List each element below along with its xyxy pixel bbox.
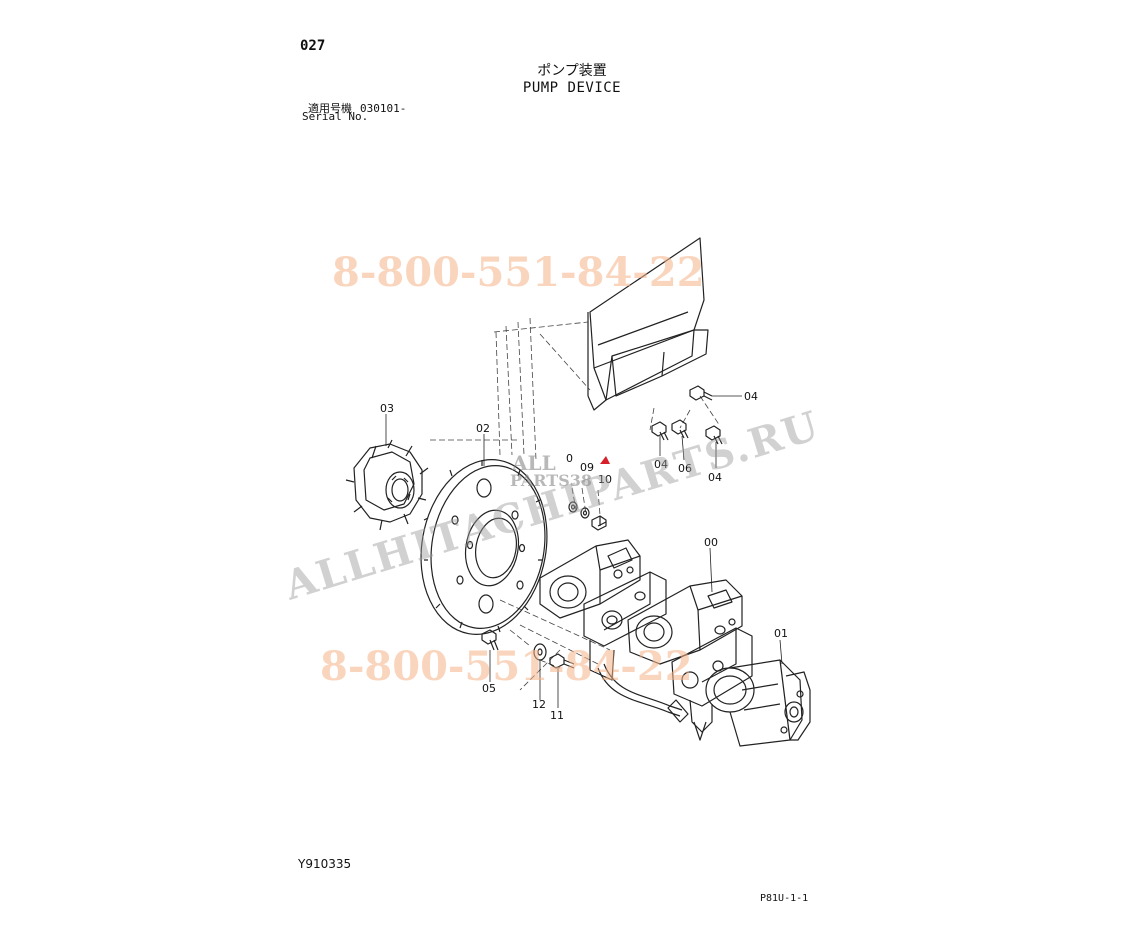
- callout-06: 06: [678, 462, 692, 475]
- serial-label-english: Serial No.: [302, 110, 369, 123]
- watermark-logo: ALL PARTS38: [510, 451, 610, 490]
- bolt-04-left: [651, 421, 669, 441]
- callout-03: 03: [380, 402, 394, 415]
- page-code: P81U-1-1: [760, 893, 809, 904]
- watermark-logo-line1: ALL: [511, 451, 556, 475]
- callout-04-right: 04: [708, 471, 722, 484]
- coupling-part-03: [345, 439, 429, 531]
- callout-12: 12: [532, 698, 546, 711]
- bolt-04-right: [705, 425, 723, 445]
- callout-05: 05: [482, 682, 496, 695]
- serial-label-jp-text: 適用号機: [308, 102, 352, 115]
- gear-pump-part-01: [705, 659, 811, 747]
- logo-accent-icon: [600, 456, 610, 464]
- pump-assembly-part-00: [539, 539, 753, 741]
- watermark-phone-bottom: 8-800-551-84-22: [320, 643, 693, 690]
- watermark-phone-top: 8-800-551-84-22: [332, 249, 705, 296]
- bolt-04-top: [689, 385, 713, 401]
- serial-value: 030101-: [360, 102, 407, 115]
- callout-10: 10: [598, 473, 612, 486]
- flywheel-plate-part-02: [420, 459, 548, 635]
- page-number: 027: [300, 38, 326, 54]
- callout-11: 11: [550, 709, 564, 722]
- bolt-11: [549, 653, 575, 669]
- leader-lines: [385, 395, 783, 708]
- callout-04-left: 04: [654, 458, 668, 471]
- callout-00: 00: [704, 536, 718, 549]
- page-title-english: PUMP DEVICE: [522, 80, 622, 96]
- page-title-japanese: ポンプ装置: [537, 63, 607, 79]
- callout-0-partial: 0: [566, 452, 573, 465]
- callout-02: 02: [476, 422, 490, 435]
- drawing-code: Y910335: [298, 857, 352, 871]
- guide-lines: [430, 317, 721, 691]
- mounting-bracket: [587, 237, 709, 411]
- watermark-logo-line2: PARTS38: [510, 471, 592, 490]
- serial-label-japanese: 適用号機 030101-: [308, 100, 406, 116]
- washers-09-10: [568, 501, 590, 519]
- callout-04-top: 04: [744, 390, 758, 403]
- bolt-06: [671, 419, 689, 439]
- bolt-05: [481, 629, 499, 651]
- bolt-10: [591, 515, 607, 531]
- callout-01: 01: [774, 627, 788, 640]
- callout-09: 09: [580, 461, 594, 474]
